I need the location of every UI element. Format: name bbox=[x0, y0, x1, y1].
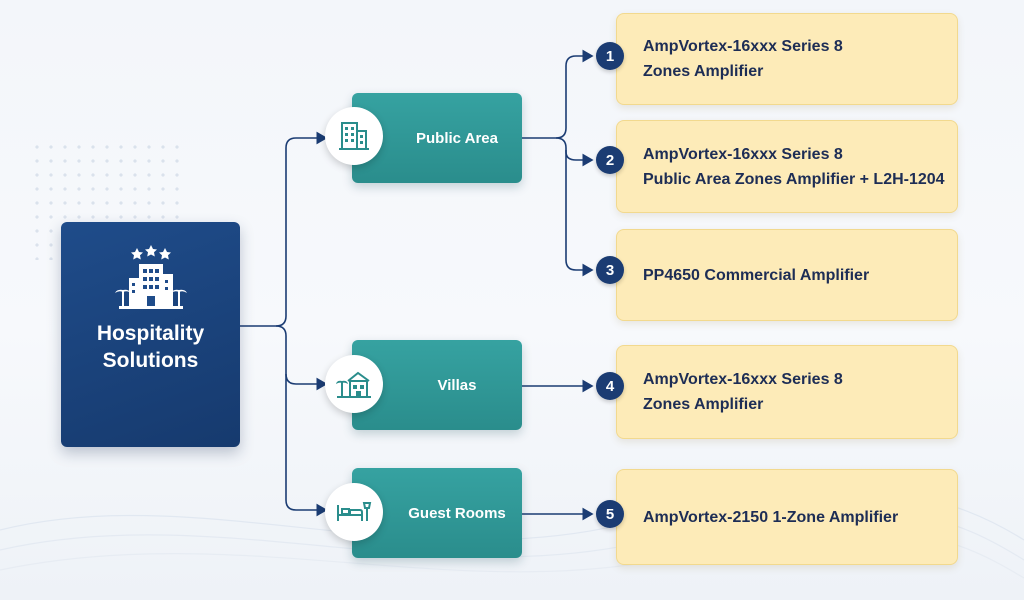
product-line-1: AmpVortex-16xxx Series 8 bbox=[643, 371, 843, 388]
number-badge-3: 3 bbox=[596, 256, 624, 284]
number-badge-5: 5 bbox=[596, 500, 624, 528]
villa-icon bbox=[336, 371, 371, 398]
connector-root-trunk bbox=[240, 131, 328, 327]
office-building-icon bbox=[339, 122, 369, 150]
villa-icon-badge bbox=[325, 355, 383, 413]
number-badge-2: 2 bbox=[596, 146, 624, 174]
product-line-2: Zones Amplifier bbox=[643, 396, 764, 413]
product-line-2: Zones Amplifier bbox=[643, 63, 764, 80]
product-line-1: AmpVortex-16xxx Series 8 bbox=[643, 38, 843, 55]
product-card-1: AmpVortex-16xxx Series 8 Zones Amplifier bbox=[616, 13, 958, 105]
root-title-line-1: Hospitality bbox=[96, 322, 205, 345]
hotel-icon bbox=[115, 245, 187, 309]
category-label: Villas bbox=[437, 376, 477, 394]
bed-icon-badge bbox=[325, 483, 383, 541]
connector-root-villas bbox=[275, 325, 328, 391]
office-building-icon-badge bbox=[325, 107, 383, 165]
category-label: Public Area bbox=[416, 129, 498, 147]
product-line-1: AmpVortex-16xxx Series 8 bbox=[643, 145, 843, 163]
connector-public-branch bbox=[522, 49, 594, 139]
root-title-line-2: Solutions bbox=[102, 349, 199, 372]
number-badge-4: 4 bbox=[596, 372, 624, 400]
product-line-2: Public Area Zones Amplifier + L2H-1204 bbox=[643, 170, 945, 188]
connector-root-guest bbox=[285, 374, 328, 517]
product-card-4: AmpVortex-16xxx Series 8 Zones Amplifier bbox=[616, 345, 958, 439]
bed-icon bbox=[337, 502, 372, 521]
connector-public-2 bbox=[555, 137, 594, 167]
number-badge-1: 1 bbox=[596, 42, 624, 70]
product-card-2: AmpVortex-16xxx Series 8 Public Area Zon… bbox=[616, 120, 958, 213]
product-card-5: AmpVortex-2150 1-Zone Amplifier bbox=[616, 469, 958, 565]
root-title: Hospitality Solutions bbox=[61, 320, 240, 374]
product-card-3: PP4650 Commercial Amplifier bbox=[616, 229, 958, 321]
category-label: Guest Rooms bbox=[408, 504, 506, 522]
product-line-1: PP4650 Commercial Amplifier bbox=[643, 266, 870, 284]
connector-public-3 bbox=[565, 150, 594, 277]
product-line-1: AmpVortex-2150 1-Zone Amplifier bbox=[643, 508, 899, 526]
root-node-hospitality-solutions: Hospitality Solutions bbox=[61, 222, 240, 447]
